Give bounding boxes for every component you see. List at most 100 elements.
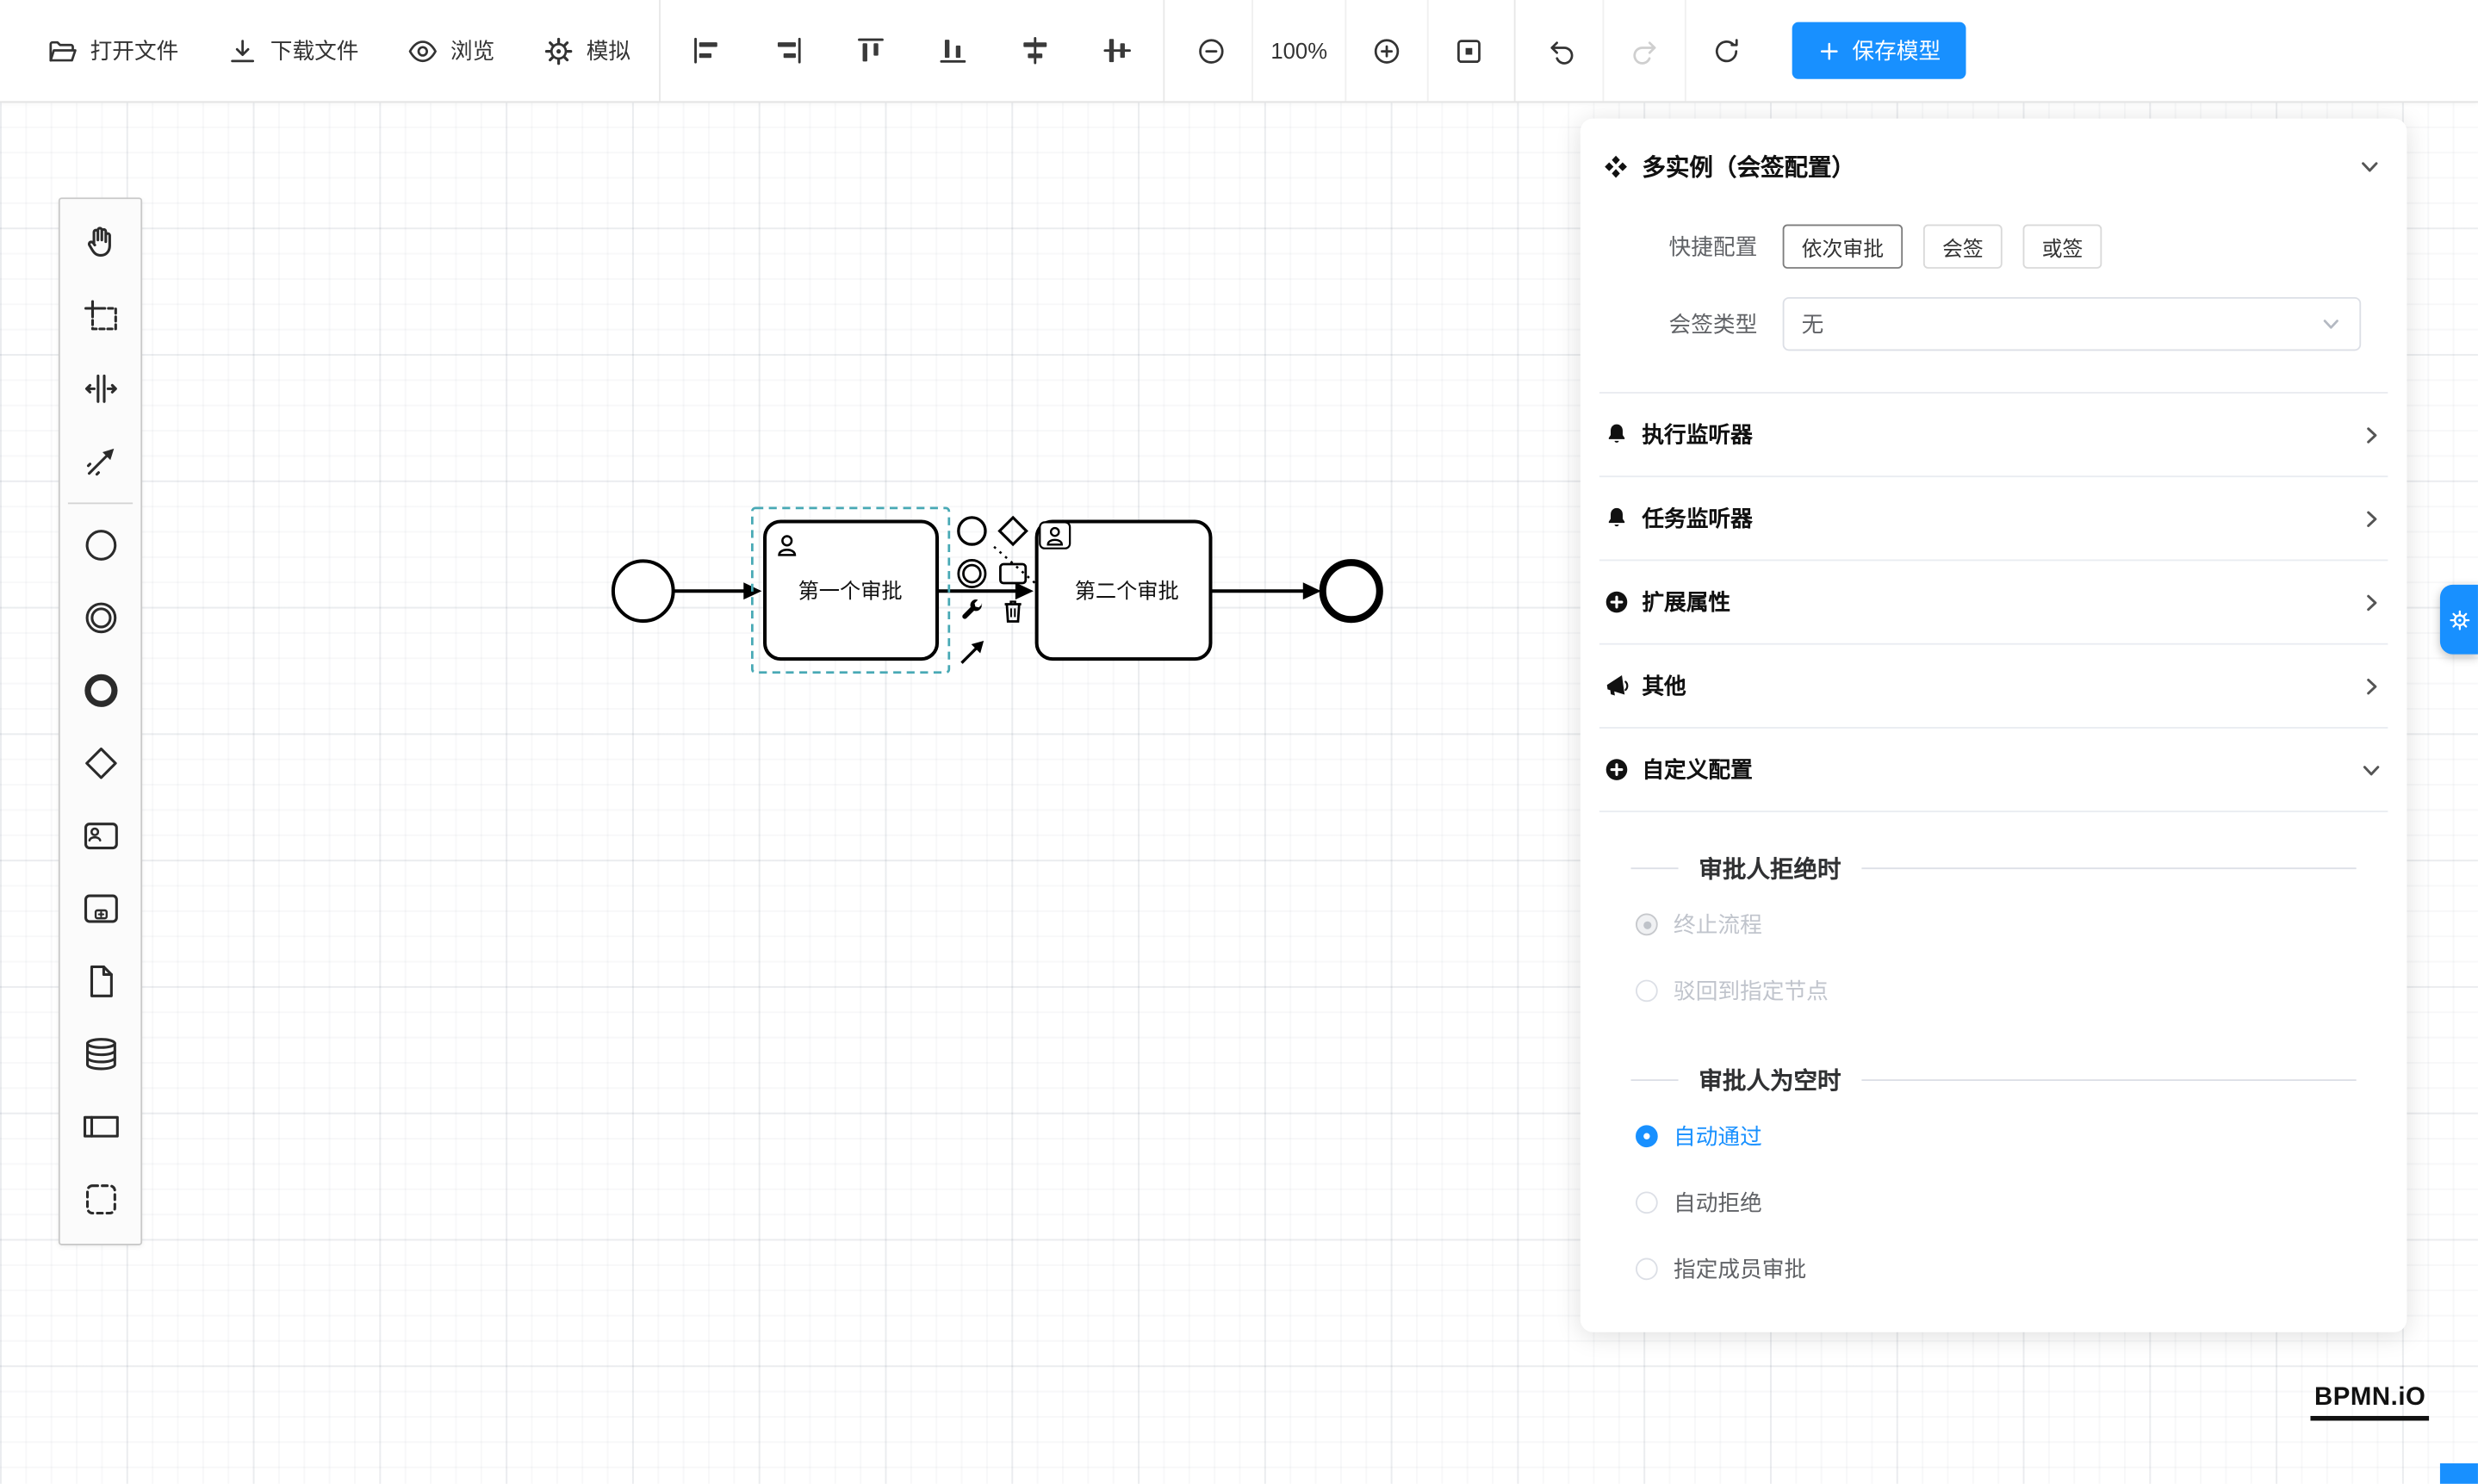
align-top-icon (858, 38, 884, 62)
panel-row-task-listener[interactable]: 任务监听器 (1599, 477, 2388, 562)
radio-dot (1636, 913, 1658, 936)
intermediate-event-icon (84, 602, 116, 634)
space-tool-icon (84, 374, 116, 403)
task-second-approval-label: 第二个审批 (1075, 580, 1179, 603)
zoom-out-button[interactable] (1170, 0, 1251, 101)
zoom-level: 100% (1251, 0, 1345, 102)
download-file-button[interactable]: 下载文件 (202, 0, 382, 101)
connect-tool-icon[interactable] (960, 641, 984, 664)
align-middle-vertical-button[interactable] (1076, 0, 1158, 101)
trash-icon[interactable] (1004, 600, 1022, 623)
context-append-intermediate-event-icon[interactable] (957, 559, 987, 589)
panel-header[interactable]: 多实例（会签配置） (1599, 119, 2388, 196)
panel-row-label: 执行监听器 (1642, 421, 1753, 448)
canvas[interactable]: 第一个审批 (0, 101, 2478, 1484)
align-right-button[interactable] (748, 0, 829, 101)
participant-icon (83, 1115, 118, 1138)
palette-create-gateway[interactable] (63, 727, 137, 799)
palette-create-group[interactable] (63, 1163, 137, 1235)
open-file-button[interactable]: 打开文件 (22, 0, 202, 101)
quick-option-orsign[interactable]: 或签 (2022, 224, 2102, 269)
palette (58, 197, 143, 1245)
undo-button[interactable] (1520, 0, 1602, 101)
panel-row-custom-config[interactable]: 自定义配置 (1599, 729, 2388, 813)
palette-create-start-event[interactable] (63, 509, 137, 581)
context-append-task-icon[interactable] (999, 562, 1028, 585)
user-task-icon (84, 823, 117, 850)
user-task-marker-icon (1046, 526, 1063, 546)
chevron-right-icon (2367, 593, 2377, 611)
align-middle-horizontal-button[interactable] (994, 0, 1076, 101)
palette-create-data-object[interactable] (63, 945, 137, 1017)
quick-config-options: 依次审批 会签 或签 (1782, 224, 2102, 269)
align-bottom-button[interactable] (912, 0, 994, 101)
start-event-shape[interactable] (611, 559, 675, 624)
wrench-icon[interactable] (962, 599, 983, 619)
context-append-event-icon[interactable] (957, 516, 987, 546)
save-model-button[interactable]: 保存模型 (1792, 22, 1966, 79)
palette-create-subprocess[interactable] (63, 872, 137, 945)
plus-icon (1820, 41, 1838, 59)
radio-auto-pass[interactable]: 自动通过 (1599, 1103, 2388, 1170)
radio-auto-reject[interactable]: 自动拒绝 (1599, 1170, 2388, 1236)
palette-create-data-store[interactable] (63, 1018, 137, 1090)
task-second-approval[interactable]: 第二个审批 (1034, 519, 1213, 661)
radio-assign-member[interactable]: 指定成员审批 (1599, 1236, 2388, 1302)
palette-space-tool[interactable] (63, 352, 137, 425)
radio-label: 驳回到指定节点 (1674, 978, 1829, 1004)
radio-label: 指定成员审批 (1674, 1256, 1807, 1282)
panel-row-execution-listener[interactable]: 执行监听器 (1599, 394, 2388, 478)
panel-row-label: 自定义配置 (1642, 756, 1753, 783)
section-title: 审批人拒绝时 (1699, 856, 1841, 884)
chevron-down-icon (2362, 162, 2378, 172)
gear-icon (2449, 609, 2469, 630)
panel-row-other[interactable]: 其他 (1599, 645, 2388, 729)
chevron-right-icon (2367, 426, 2377, 443)
end-event-shape[interactable] (1319, 559, 1383, 624)
sequence-flow-2[interactable] (937, 582, 1034, 600)
palette-create-user-task[interactable] (63, 799, 137, 872)
fit-viewport-button[interactable] (1426, 0, 1509, 102)
align-middle-vertical-icon (1103, 39, 1131, 63)
quick-option-countersign[interactable]: 会签 (1922, 224, 2003, 269)
connect-arrow-icon (86, 448, 114, 476)
user-task-marker-icon (778, 535, 797, 556)
align-left-button[interactable] (665, 0, 747, 101)
context-append-gateway-icon[interactable] (997, 515, 1028, 547)
bpmn-diagram[interactable]: 第一个审批 (0, 101, 2478, 1483)
start-event-icon (84, 530, 116, 561)
panel-row-extended-attributes[interactable]: 扩展属性 (1599, 561, 2388, 645)
sequence-flow-3[interactable] (1211, 582, 1321, 600)
redo-button[interactable] (1602, 0, 1684, 102)
divider-line (1630, 867, 1679, 870)
settings-drawer-handle[interactable] (2439, 584, 2478, 655)
fit-viewport-icon (1457, 39, 1481, 63)
panel-row-label: 扩展属性 (1642, 589, 1731, 615)
palette-create-intermediate-event[interactable] (63, 581, 137, 654)
sequence-flow-1[interactable] (674, 582, 762, 600)
align-top-button[interactable] (829, 0, 911, 101)
sign-type-value: 无 (1801, 311, 1824, 337)
task-first-approval[interactable]: 第一个审批 (763, 519, 940, 661)
quick-option-sequential[interactable]: 依次审批 (1782, 224, 1904, 269)
refresh-button[interactable] (1684, 0, 1767, 102)
preview-button[interactable]: 浏览 (382, 0, 519, 101)
palette-global-connect-tool[interactable] (63, 425, 137, 498)
chevron-right-icon (2367, 510, 2377, 527)
palette-create-end-event[interactable] (63, 655, 137, 727)
zoom-in-button[interactable] (1345, 0, 1426, 102)
palette-create-participant[interactable] (63, 1090, 137, 1163)
history-group (1520, 0, 1767, 102)
palette-lasso-tool[interactable] (63, 280, 137, 352)
section-title: 审批人为空时 (1699, 1068, 1841, 1096)
zoom-out-icon (1198, 38, 1223, 63)
panel-row-label: 其他 (1642, 673, 1686, 699)
hand-icon (87, 227, 110, 258)
simulate-label: 模拟 (586, 38, 631, 64)
palette-hand-tool[interactable] (63, 207, 137, 279)
sign-type-select[interactable]: 无 (1782, 296, 2362, 351)
plus-circle-icon (1605, 591, 1628, 613)
save-model-label: 保存模型 (1852, 38, 1941, 64)
sign-type-row: 会签类型 无 (1599, 296, 2388, 351)
simulate-button[interactable]: 模拟 (519, 0, 655, 101)
